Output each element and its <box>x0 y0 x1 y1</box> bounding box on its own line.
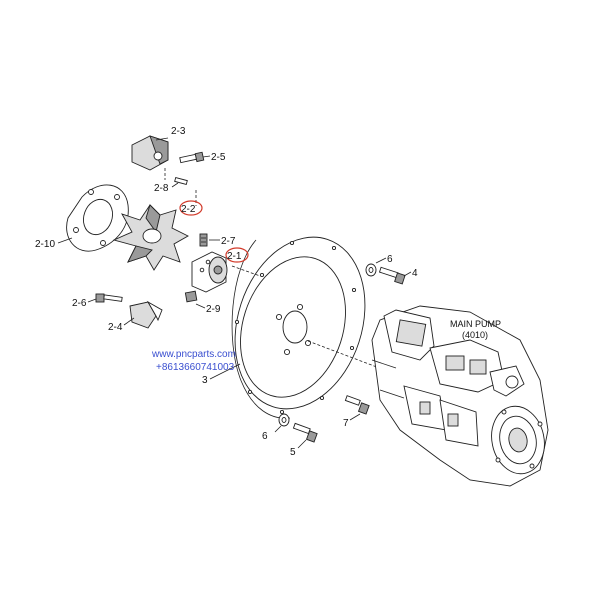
sleeve-2-4 <box>129 300 163 329</box>
flange-plate-2-10 <box>66 184 129 252</box>
set-screw-2-7 <box>199 233 208 247</box>
main-pump-assembly <box>371 305 549 487</box>
label-2-2: 2-2 <box>181 204 196 215</box>
leader-5 <box>297 439 307 449</box>
bracket-2-3 <box>131 135 169 171</box>
watermark-phone: +8613660741003 <box>156 362 235 373</box>
bolt-4 <box>378 266 406 285</box>
label-2-7: 2-7 <box>221 236 236 247</box>
main-pump-title: MAIN PUMP <box>450 319 501 329</box>
leader-2-4 <box>123 317 135 326</box>
label-2-10: 2-10 <box>35 239 55 250</box>
leader-2-3 <box>155 137 169 141</box>
leader-7 <box>349 413 361 421</box>
label-2-6: 2-6 <box>72 298 87 309</box>
bolt-2-5 <box>179 151 205 164</box>
highlight-2-2 <box>179 200 203 216</box>
bolt-7 <box>344 395 370 415</box>
main-pump-code: (4010) <box>462 330 488 340</box>
leader-2-10 <box>57 237 73 244</box>
label-2-1: 2-1 <box>227 251 242 262</box>
leader-2-6 <box>87 298 97 303</box>
label-2-3: 2-3 <box>171 126 186 137</box>
label-2-8: 2-8 <box>154 183 169 194</box>
leader-dash-a <box>164 168 197 206</box>
watermark-site: www.pncparts.com <box>151 349 236 360</box>
bolt-5 <box>292 422 318 443</box>
leader-4 <box>403 271 412 277</box>
leader-2-5 <box>202 155 211 158</box>
key-2-9 <box>184 290 198 303</box>
leader-3 <box>209 363 241 380</box>
leader-6-top <box>375 257 387 264</box>
axis-line-b <box>231 265 261 277</box>
label-2-4: 2-4 <box>108 322 123 333</box>
rubber-coupling-2-2 <box>112 204 189 271</box>
label-4: 4 <box>412 268 418 279</box>
flywheel-3 <box>231 236 366 419</box>
label-2-5: 2-5 <box>211 152 226 163</box>
washer-6-top <box>365 263 377 277</box>
washer-6-bottom <box>278 413 290 427</box>
label-2-9: 2-9 <box>206 304 221 315</box>
bolt-2-6 <box>95 293 123 303</box>
highlight-2-1 <box>225 247 249 263</box>
pin-2-8 <box>174 176 188 186</box>
leader-2-9 <box>195 303 206 309</box>
label-5: 5 <box>290 447 296 458</box>
label-7: 7 <box>343 418 349 429</box>
hub-2-1 <box>191 251 228 293</box>
label-3: 3 <box>202 375 208 386</box>
label-6-top: 6 <box>387 254 393 265</box>
leader-2-8 <box>171 182 179 188</box>
label-6-bottom: 6 <box>262 431 268 442</box>
leader-6-bottom <box>274 425 282 433</box>
